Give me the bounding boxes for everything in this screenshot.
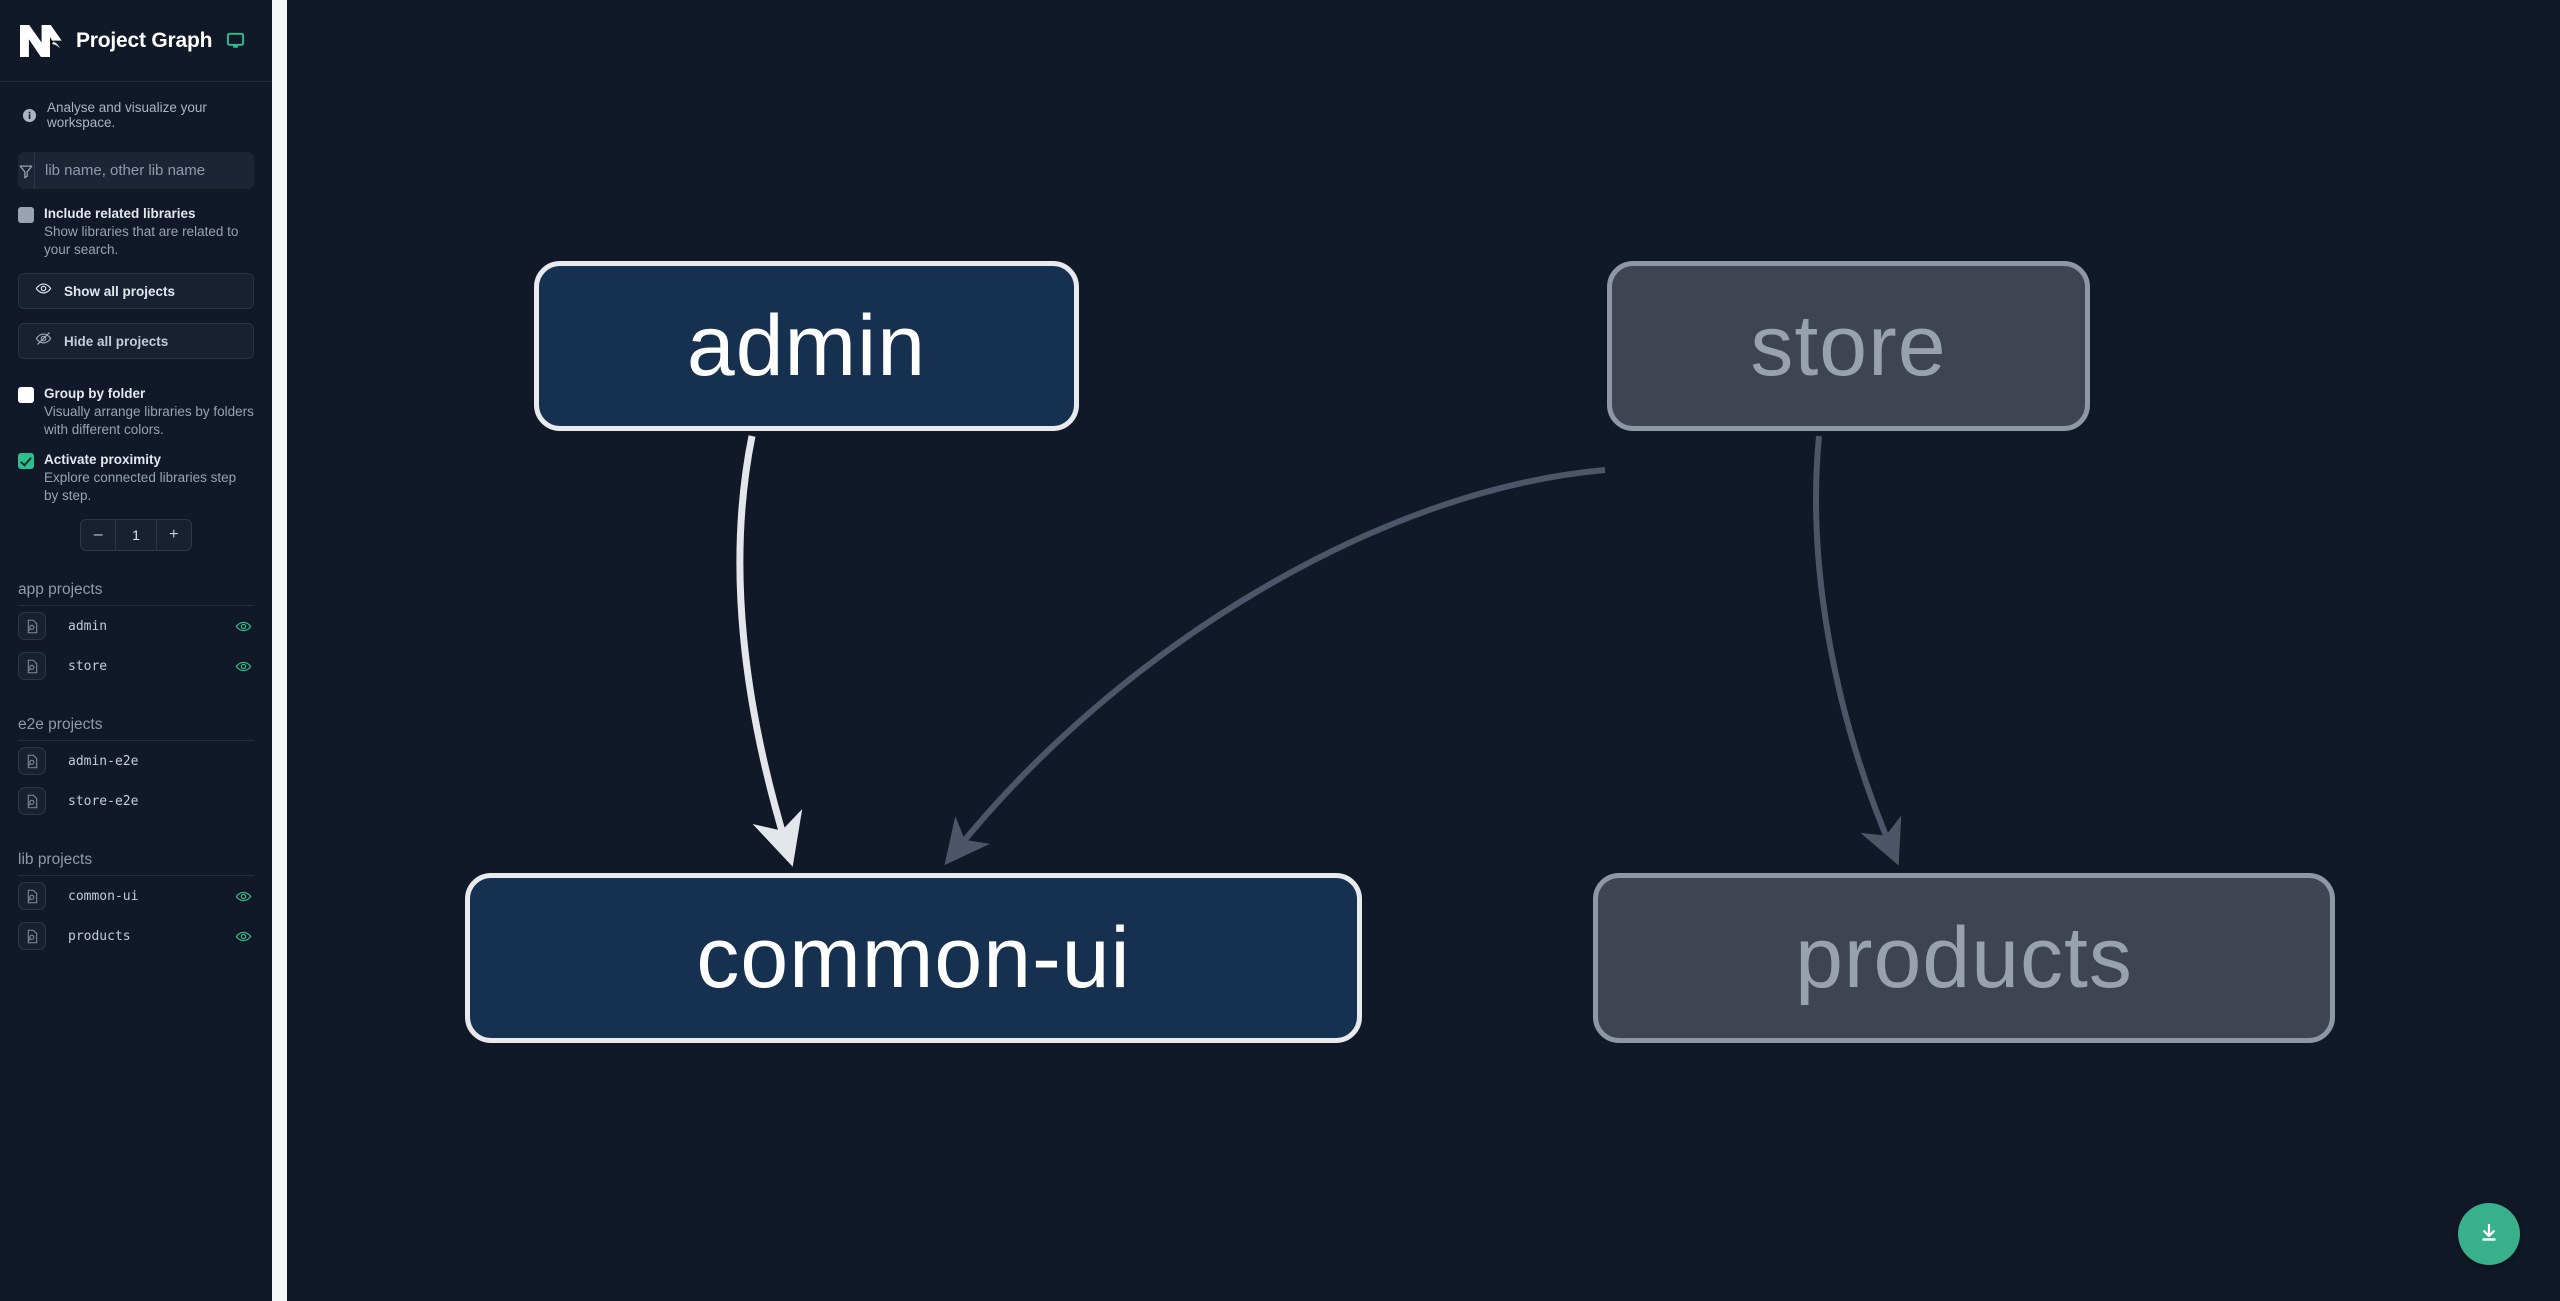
- sidebar-header: Project Graph: [0, 0, 272, 82]
- search-input[interactable]: [35, 152, 254, 189]
- project-file-icon: [18, 747, 46, 775]
- option-include-related-libraries[interactable]: Include related libraries Show libraries…: [18, 205, 254, 259]
- eye-icon: [35, 280, 52, 302]
- show-all-projects-label: Show all projects: [64, 283, 176, 299]
- project-row-admin-e2e[interactable]: admin-e2e: [18, 741, 254, 781]
- project-row-store-e2e[interactable]: store-e2e: [18, 781, 254, 821]
- edge-store-to-common-ui: [944, 467, 1606, 866]
- graph-node-label: products: [1795, 909, 2133, 1006]
- eye-visible-icon[interactable]: [235, 658, 252, 675]
- checkbox-activate-proximity[interactable]: [18, 453, 34, 469]
- option-label: Activate proximity: [44, 452, 162, 467]
- project-name: admin: [68, 618, 108, 634]
- project-file-icon: [18, 612, 46, 640]
- project-row-store[interactable]: store: [18, 646, 254, 686]
- proximity-value: 1: [115, 520, 157, 550]
- sidebar-scrollbar[interactable]: [272, 0, 287, 1301]
- proximity-decrement-button[interactable]: –: [93, 526, 103, 543]
- download-icon: [2476, 1219, 2502, 1250]
- project-file-icon: [18, 652, 46, 680]
- project-group-app: app projects admin: [18, 581, 254, 686]
- graph-node-products[interactable]: products: [1593, 873, 2335, 1043]
- graph-node-admin[interactable]: admin: [534, 261, 1079, 431]
- checkbox-include-related-libraries[interactable]: [18, 207, 34, 223]
- project-row-admin[interactable]: admin: [18, 606, 254, 646]
- graph-canvas[interactable]: admin store common-ui products: [287, 0, 2560, 1301]
- project-name: admin-e2e: [68, 753, 139, 769]
- project-file-icon: [18, 787, 46, 815]
- graph-node-label: common-ui: [696, 909, 1131, 1006]
- proximity-stepper: – 1 +: [80, 519, 192, 551]
- hide-all-projects-button[interactable]: Hide all projects: [18, 323, 254, 359]
- monitor-icon[interactable]: [226, 31, 245, 50]
- graph-node-common-ui[interactable]: common-ui: [465, 873, 1362, 1043]
- info-circle-icon: [22, 108, 38, 123]
- project-name: products: [68, 928, 131, 944]
- eye-visible-icon[interactable]: [235, 618, 252, 635]
- graph-node-store[interactable]: store: [1607, 261, 2090, 431]
- project-name: store: [68, 658, 108, 674]
- edge-store-to-products: [1813, 435, 1902, 866]
- sidebar: Project Graph Analyse and visualize your…: [0, 0, 272, 1301]
- project-file-icon: [18, 882, 46, 910]
- project-group-e2e: e2e projects admin-e2e: [18, 716, 254, 821]
- tagline-text: Analyse and visualize your workspace.: [47, 100, 207, 130]
- eye-visible-icon[interactable]: [235, 928, 252, 945]
- eye-off-icon: [35, 330, 52, 352]
- eye-visible-icon[interactable]: [235, 888, 252, 905]
- group-title: lib projects: [18, 851, 254, 876]
- project-row-products[interactable]: products: [18, 916, 254, 956]
- option-activate-proximity[interactable]: Activate proximity Explore connected lib…: [18, 451, 254, 505]
- filter-funnel-icon: [18, 152, 35, 189]
- group-title: app projects: [18, 581, 254, 606]
- graph-edges: [736, 435, 1902, 867]
- option-description: Explore connected libraries step by step…: [44, 470, 237, 503]
- search-filter-row: [18, 152, 254, 189]
- project-name: common-ui: [68, 888, 139, 904]
- sidebar-body: Include related libraries Show libraries…: [0, 152, 272, 956]
- page-title: Project Graph: [76, 28, 213, 52]
- hide-all-projects-label: Hide all projects: [64, 333, 169, 349]
- graph-node-label: admin: [686, 297, 927, 394]
- group-title: e2e projects: [18, 716, 254, 741]
- option-description: Show libraries that are related to your …: [44, 224, 239, 257]
- edge-admin-to-common-ui: [736, 435, 803, 867]
- project-name: store-e2e: [68, 793, 139, 809]
- nx-logo-icon: [18, 19, 64, 63]
- download-button[interactable]: [2458, 1203, 2520, 1265]
- project-row-common-ui[interactable]: common-ui: [18, 876, 254, 916]
- project-file-icon: [18, 922, 46, 950]
- option-label: Include related libraries: [44, 206, 196, 221]
- option-label: Group by folder: [44, 386, 146, 401]
- option-group-by-folder[interactable]: Group by folder Visually arrange librari…: [18, 385, 254, 439]
- checkbox-group-by-folder[interactable]: [18, 387, 34, 403]
- project-group-lib: lib projects common-ui: [18, 851, 254, 956]
- show-all-projects-button[interactable]: Show all projects: [18, 273, 254, 309]
- option-description: Visually arrange libraries by folders wi…: [44, 404, 254, 437]
- proximity-increment-button[interactable]: +: [169, 526, 179, 543]
- graph-node-label: store: [1750, 297, 1947, 394]
- sidebar-tagline: Analyse and visualize your workspace.: [0, 82, 272, 130]
